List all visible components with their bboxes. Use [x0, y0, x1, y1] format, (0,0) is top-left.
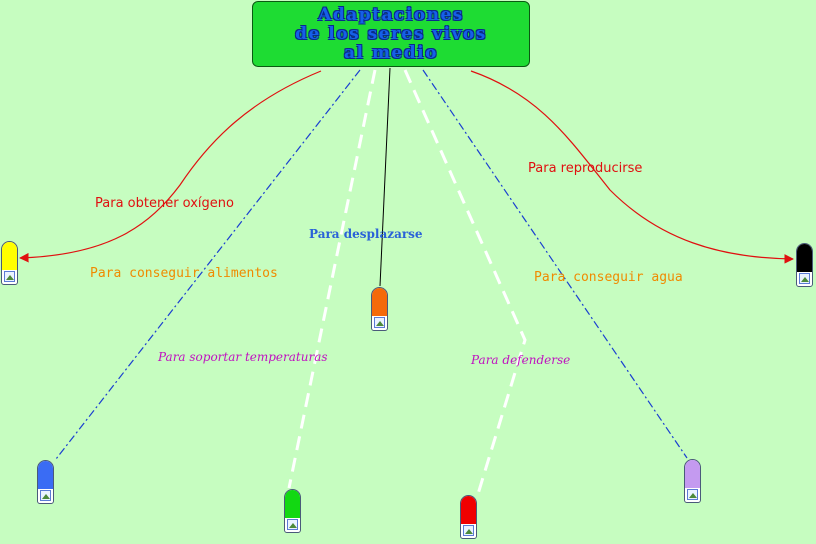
root-title-line-1: Adaptaciones: [318, 4, 464, 25]
link-label-alimentos: Para conseguir alimentos: [90, 266, 278, 281]
root-title-line-3: al medio: [344, 42, 438, 63]
link-label-agua: Para conseguir agua: [534, 270, 683, 285]
connector-defenderse: [403, 69, 527, 495]
node-color-cap: [797, 244, 812, 272]
link-label-desplazarse: Para desplazarse: [309, 227, 423, 241]
image-icon: [463, 525, 474, 536]
concept-node-lilac[interactable]: [684, 459, 701, 503]
link-label-temperaturas: Para soportar temperaturas: [158, 350, 328, 364]
concept-node-green[interactable]: [284, 489, 301, 533]
link-label-defenderse: Para defenderse: [471, 353, 571, 367]
connector-temperaturas: [287, 69, 377, 489]
concept-node-orange[interactable]: [371, 287, 388, 331]
root-concept[interactable]: Adaptaciones de los seres vivos al medio: [252, 1, 530, 67]
image-icon: [687, 489, 698, 500]
image-icon: [287, 519, 298, 530]
concept-node-yellow[interactable]: [1, 241, 18, 285]
image-icon: [4, 271, 15, 282]
link-label-oxigeno: Para obtener oxígeno: [95, 196, 234, 211]
root-title-line-2: de los seres vivos: [295, 23, 487, 44]
connector-agua: [422, 69, 688, 459]
concept-node-red[interactable]: [460, 495, 477, 539]
node-color-cap: [372, 288, 387, 316]
node-color-cap: [461, 496, 476, 524]
image-icon: [40, 490, 51, 501]
connector-desplazarse: [379, 67, 391, 287]
node-color-cap: [38, 461, 53, 489]
connector-alimentos: [55, 69, 361, 460]
node-color-cap: [2, 242, 17, 270]
link-label-reproducirse: Para reproducirse: [528, 161, 643, 176]
connector-reproducirse: [470, 70, 794, 264]
image-icon: [374, 317, 385, 328]
image-icon: [799, 273, 810, 284]
concept-node-black[interactable]: [796, 243, 813, 287]
connector-oxigeno: [19, 70, 322, 263]
node-color-cap: [285, 490, 300, 518]
node-color-cap: [685, 460, 700, 488]
concept-node-blue[interactable]: [37, 460, 54, 504]
